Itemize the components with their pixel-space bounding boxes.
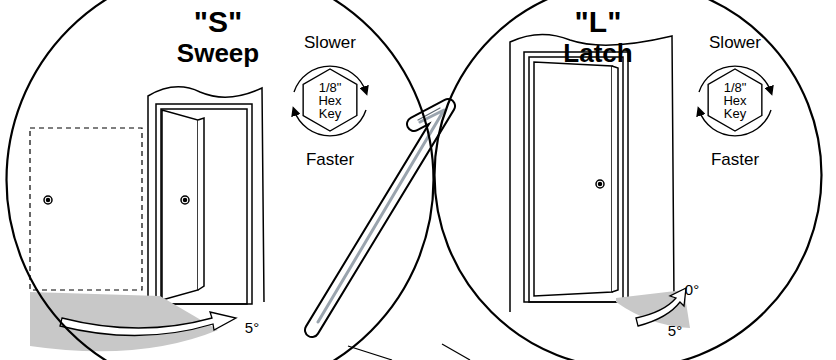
rotation-arrows [294, 66, 771, 136]
mode-title: Sweep [177, 38, 259, 69]
speed-label: Slower [304, 33, 356, 53]
hex-key-symbol: 1/8" Hex Key [299, 69, 361, 131]
leader-lines [348, 344, 470, 360]
detail-circle: "S"Sweep 1/8" Hex Key [5, 0, 435, 360]
hex-key-size: 1/8" Hex Key [310, 81, 350, 120]
hex-key-symbol: 1/8" Hex Key [704, 69, 766, 131]
angle-label: 5° [668, 322, 682, 339]
speed-label: Faster [711, 150, 759, 170]
hex-key-size: 1/8" Hex Key [715, 81, 755, 120]
speed-label: Slower [709, 33, 761, 53]
hex-wrench [312, 106, 448, 330]
mode-letter: "S" [194, 5, 242, 39]
latch-door-picture [510, 34, 690, 328]
mode-title: Latch [563, 38, 632, 69]
angle-label: 5° [245, 319, 259, 336]
speed-label: Faster [306, 150, 354, 170]
detail-circle: "L"Latch 1/8" Hex Key [433, 0, 823, 360]
angle-label: 0° [685, 281, 699, 298]
mode-letter: "L" [575, 5, 622, 39]
sweep-door-picture [30, 87, 264, 351]
